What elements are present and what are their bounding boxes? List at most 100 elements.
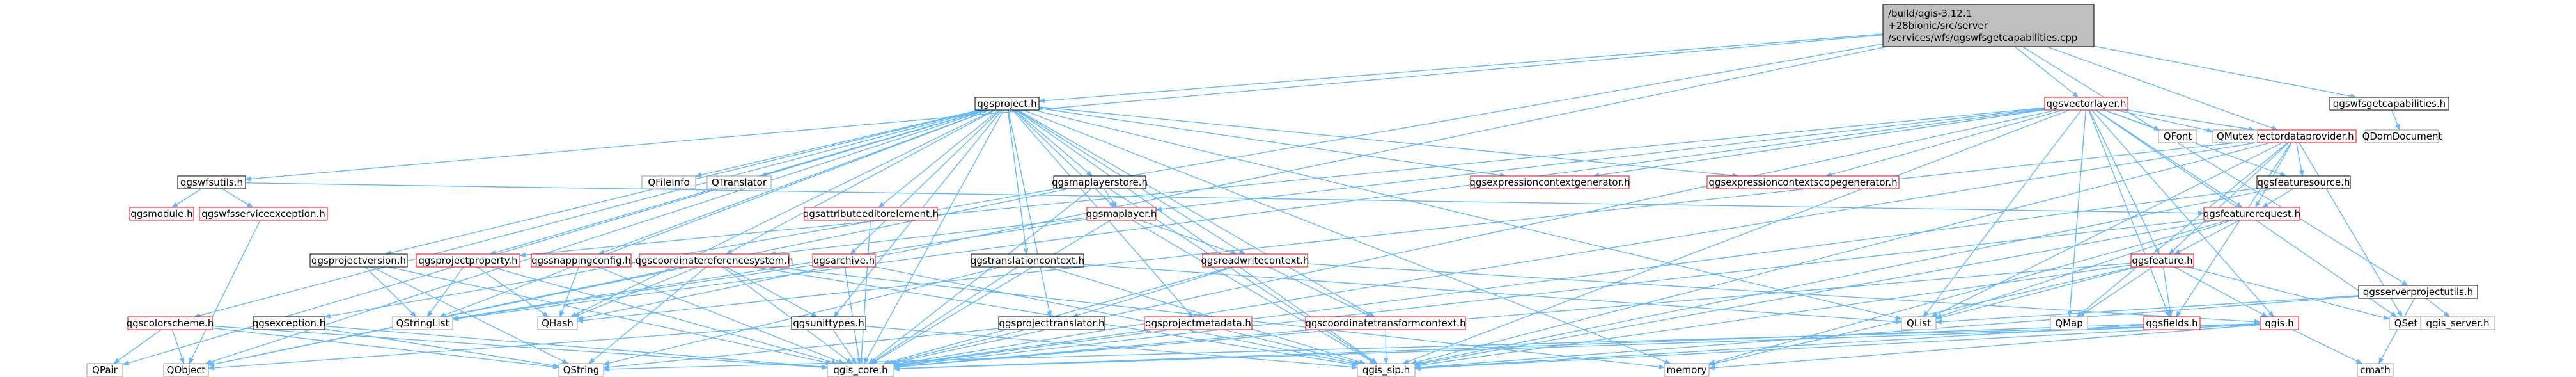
edge-qgsvectordataprovider-to-qgsfields bbox=[2176, 142, 2291, 317]
edge-qgsfeature-to-qgsfields bbox=[2162, 266, 2173, 317]
node-box bbox=[804, 207, 938, 221]
node-qgstranslationcontext[interactable]: qgstranslationcontext.h bbox=[971, 253, 1084, 268]
node-qgsmaplayerstore[interactable]: qgsmaplayerstore.h bbox=[1052, 175, 1148, 189]
node-qgsfields[interactable]: qgsfields.h bbox=[2143, 316, 2201, 330]
edge-qgsproject-to-qfileinfo bbox=[695, 109, 980, 178]
node-box bbox=[1470, 175, 1630, 189]
node-qstring[interactable]: QString bbox=[558, 363, 604, 377]
node-qset[interactable]: QSet bbox=[2389, 316, 2423, 330]
edge-qgsproject-to-qgstranslationcontext bbox=[1007, 109, 1029, 255]
edge-qgsreadwritecontext-to-qgis_core bbox=[883, 266, 1233, 365]
node-label: qgsmaplayerstore.h bbox=[1052, 177, 1148, 188]
node-qgis_server[interactable]: qgis_server.h bbox=[2420, 316, 2495, 330]
node-qgsproject[interactable]: qgsproject.h bbox=[974, 97, 1040, 111]
node-label: QDomDocument bbox=[2362, 131, 2442, 142]
edge-qgsexception-to-qgis_core bbox=[324, 325, 828, 370]
edge-qgsproject-to-qgsexpressioncontextscopegenerator bbox=[1038, 106, 1739, 179]
node-qgsprojectmetadata[interactable]: qgsprojectmetadata.h bbox=[1144, 316, 1253, 330]
edge-qgsproject-to-qgscoordinatereferencesystem bbox=[725, 109, 995, 255]
node-box bbox=[2365, 129, 2439, 143]
node-qgscolorscheme[interactable]: qgscolorscheme.h bbox=[127, 316, 214, 330]
node-box bbox=[827, 363, 894, 377]
node-qdomdocument[interactable]: QDomDocument bbox=[2362, 129, 2442, 143]
node-qgsfeaturerequest[interactable]: qgsfeaturerequest.h bbox=[2203, 207, 2300, 221]
node-qgsexpressioncontextgenerator[interactable]: qgsexpressioncontextgenerator.h bbox=[1469, 175, 1630, 189]
edge-qgsunittypes-to-qgis_core bbox=[832, 329, 857, 364]
node-qgsvectordataprovider[interactable]: qgsvectordataprovider.h bbox=[2234, 129, 2357, 143]
node-qgsattributeeditorelement[interactable]: qgsattributeeditorelement.h bbox=[803, 207, 939, 221]
edge-qgsfeature-to-qset bbox=[2187, 266, 2390, 320]
edge-qgsproject-to-qgssnappingconfig bbox=[598, 109, 990, 255]
node-label: qgssnappingconfig.h bbox=[531, 255, 631, 266]
node-label: QObject bbox=[167, 364, 206, 376]
node-qgsvectorlayer[interactable]: qgsvectorlayer.h bbox=[2044, 97, 2128, 111]
node-qgsunittypes[interactable]: qgsunittypes.h bbox=[791, 316, 866, 330]
node-qmutex[interactable]: QMutex bbox=[2212, 129, 2258, 143]
edge-qgsreadwritecontext-to-qgis bbox=[1307, 263, 2261, 325]
node-qgsprojecttranslator[interactable]: qgsprojecttranslator.h bbox=[998, 316, 1105, 330]
node-qtranslator[interactable]: QTranslator bbox=[706, 175, 772, 189]
edge-qgswfsutils-to-qgswfsserviceexception bbox=[222, 188, 254, 208]
node-box bbox=[2260, 316, 2299, 330]
node-qhash[interactable]: QHash bbox=[537, 316, 578, 330]
node-qgsexpressioncontextscopegenerator[interactable]: qgsexpressioncontextscopegenerator.h bbox=[1706, 175, 1900, 189]
node-qfont[interactable]: QFont bbox=[2158, 129, 2197, 143]
node-box bbox=[127, 316, 213, 330]
edge-qgsfeature-to-memory bbox=[1708, 266, 2135, 366]
node-qfileinfo[interactable]: QFileInfo bbox=[641, 175, 696, 189]
node-label: qgsunittypes.h bbox=[793, 317, 864, 329]
edge-qgsproject-to-qhash bbox=[570, 109, 994, 317]
edge-qgsvectorlayer-to-qgsvectordataprovider bbox=[2127, 109, 2255, 132]
node-label: memory bbox=[1667, 364, 1707, 376]
node-qgsreadwritecontext[interactable]: qgsreadwritecontext.h bbox=[1201, 253, 1309, 268]
edge-qgsvectorlayer-to-qgsfields bbox=[2088, 109, 2170, 317]
node-qgsmaplayer[interactable]: qgsmaplayer.h bbox=[1086, 207, 1157, 221]
node-qgis_sip[interactable]: qgis_sip.h bbox=[1357, 363, 1416, 377]
node-label: qgsarchive.h bbox=[813, 255, 875, 266]
edge-qgsarchive-to-qgis_core bbox=[844, 266, 862, 364]
node-qgscoordinatereferencesystem[interactable]: qgscoordinatereferencesystem.h bbox=[636, 253, 793, 268]
node-qgscoordinatetransformcontext[interactable]: qgscoordinatetransformcontext.h bbox=[1305, 316, 1466, 330]
node-qgswfsutils[interactable]: qgswfsutils.h bbox=[177, 175, 246, 189]
node-qgsarchive[interactable]: qgsarchive.h bbox=[812, 253, 876, 268]
node-layer: /build/qgis-3.12.1+28bionic/src/server/s… bbox=[86, 4, 2495, 377]
node-qgis[interactable]: qgis.h bbox=[2260, 316, 2299, 330]
node-label: qgsprojecttranslator.h bbox=[999, 317, 1105, 329]
edge-qgsproject-to-qobject bbox=[205, 109, 988, 365]
node-qgswfsgetcapabilities[interactable]: qgswfsgetcapabilities.h bbox=[2329, 97, 2449, 111]
edge-qgsfeaturesource-to-qgis_sip bbox=[1414, 188, 2273, 365]
node-qgsprojectproperty[interactable]: qgsprojectproperty.h bbox=[416, 253, 520, 268]
node-qlist[interactable]: QList bbox=[1901, 316, 1937, 330]
edge-qgswfsserviceexception-to-qobject bbox=[189, 220, 261, 364]
edge-root-to-qgsserverprojectutils bbox=[2022, 46, 2408, 286]
node-qgis_core[interactable]: qgis_core.h bbox=[827, 363, 894, 377]
node-label: /build/qgis-3.12.1 bbox=[1888, 8, 1972, 19]
node-qgsfeaturesource[interactable]: qgsfeaturesource.h bbox=[2256, 175, 2351, 189]
node-qgsprojectversion[interactable]: qgsprojectversion.h bbox=[309, 253, 408, 268]
node-label: qgsexpressioncontextscopegenerator.h bbox=[1708, 177, 1897, 188]
node-qstringlist[interactable]: QStringList bbox=[392, 316, 453, 330]
node-qgssnappingconfig[interactable]: qgssnappingconfig.h bbox=[531, 253, 632, 268]
node-memory[interactable]: memory bbox=[1664, 363, 1710, 377]
node-qpair[interactable]: QPair bbox=[86, 363, 123, 377]
node-root[interactable]: /build/qgis-3.12.1+28bionic/src/server/s… bbox=[1882, 4, 2095, 47]
node-qgsexception[interactable]: qgsexception.h bbox=[253, 316, 325, 330]
node-cmath[interactable]: cmath bbox=[2357, 363, 2394, 377]
edge-qgsvectordataprovider-to-qgsfeaturesource bbox=[2296, 142, 2304, 177]
edge-qgstranslationcontext-to-qgis_sip bbox=[1048, 266, 1366, 365]
node-label: qgswfsserviceexception.h bbox=[201, 208, 325, 220]
node-qobject[interactable]: QObject bbox=[163, 363, 209, 377]
edge-qgsproject-to-qlist bbox=[1033, 109, 1902, 321]
node-qgsmodule[interactable]: qgsmodule.h bbox=[129, 207, 194, 221]
edge-qgswfsutils-to-qgsfeaturerequest bbox=[245, 182, 2205, 216]
node-box bbox=[163, 363, 209, 377]
edge-root-to-qgswfsgetcapabilities bbox=[2093, 45, 2357, 99]
node-label: qgscolorscheme.h bbox=[127, 317, 214, 329]
edge-qgsprojectversion-to-qstringlist bbox=[364, 266, 417, 317]
node-qgsserverprojectutils[interactable]: qgsserverprojectutils.h bbox=[2358, 285, 2478, 299]
node-label: qgscoordinatetransformcontext.h bbox=[1305, 317, 1465, 329]
node-qgswfsserviceexception[interactable]: qgswfsserviceexception.h bbox=[199, 207, 328, 221]
node-qgsfeature[interactable]: qgsfeature.h bbox=[2130, 253, 2194, 268]
node-qmap[interactable]: QMap bbox=[2050, 316, 2088, 330]
edge-qgsfeaturerequest-to-memory bbox=[1708, 220, 2229, 365]
